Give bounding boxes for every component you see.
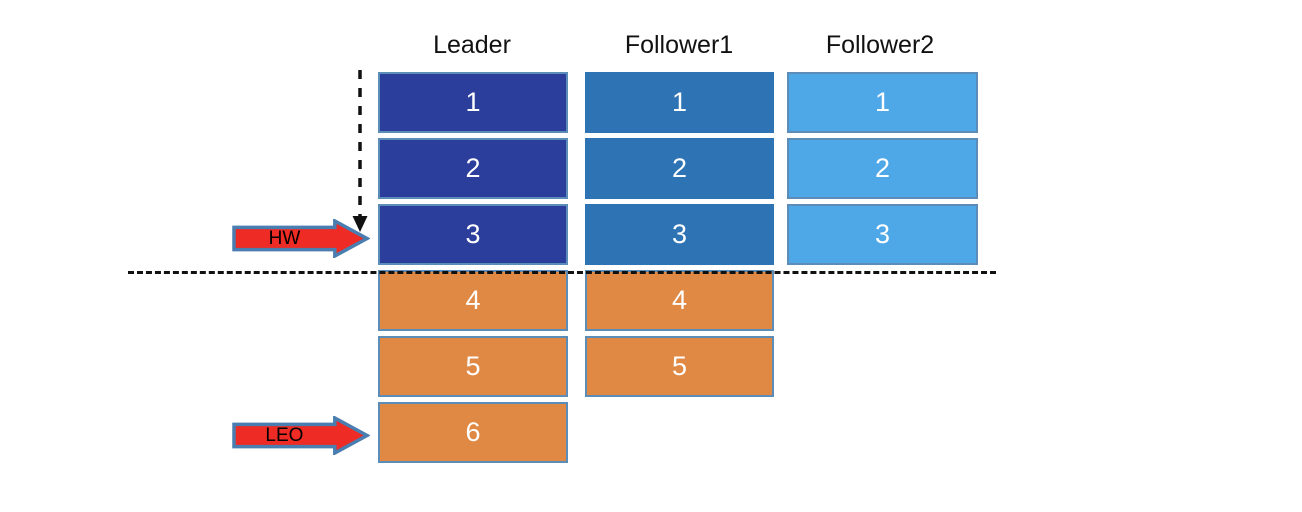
log-block-leader-1: 1 xyxy=(378,72,568,133)
log-block-follower1-4: 4 xyxy=(585,270,774,331)
log-block-follower2-3: 3 xyxy=(787,204,978,265)
log-block-follower1-1: 1 xyxy=(585,72,774,133)
leo-arrow[interactable]: LEO xyxy=(232,415,371,456)
log-block-leader-2: 2 xyxy=(378,138,568,199)
hw-arrow-shape xyxy=(232,218,371,259)
column-header-follower1: Follower1 xyxy=(624,31,734,59)
log-block-leader-4: 4 xyxy=(378,270,568,331)
hw-pointer-arrow xyxy=(348,70,372,232)
high-watermark-divider xyxy=(128,271,996,274)
column-header-leader: Leader xyxy=(433,31,511,59)
log-block-leader-5: 5 xyxy=(378,336,568,397)
log-block-follower1-3: 3 xyxy=(585,204,774,265)
hw-arrow[interactable]: HW xyxy=(232,218,371,259)
log-block-follower1-2: 2 xyxy=(585,138,774,199)
column-header-follower2: Follower2 xyxy=(825,31,935,59)
leo-arrow-shape xyxy=(232,415,371,456)
log-block-follower2-2: 2 xyxy=(787,138,978,199)
log-block-follower1-5: 5 xyxy=(585,336,774,397)
log-block-follower2-1: 1 xyxy=(787,72,978,133)
log-block-leader-6: 6 xyxy=(378,402,568,463)
log-block-leader-3: 3 xyxy=(378,204,568,265)
